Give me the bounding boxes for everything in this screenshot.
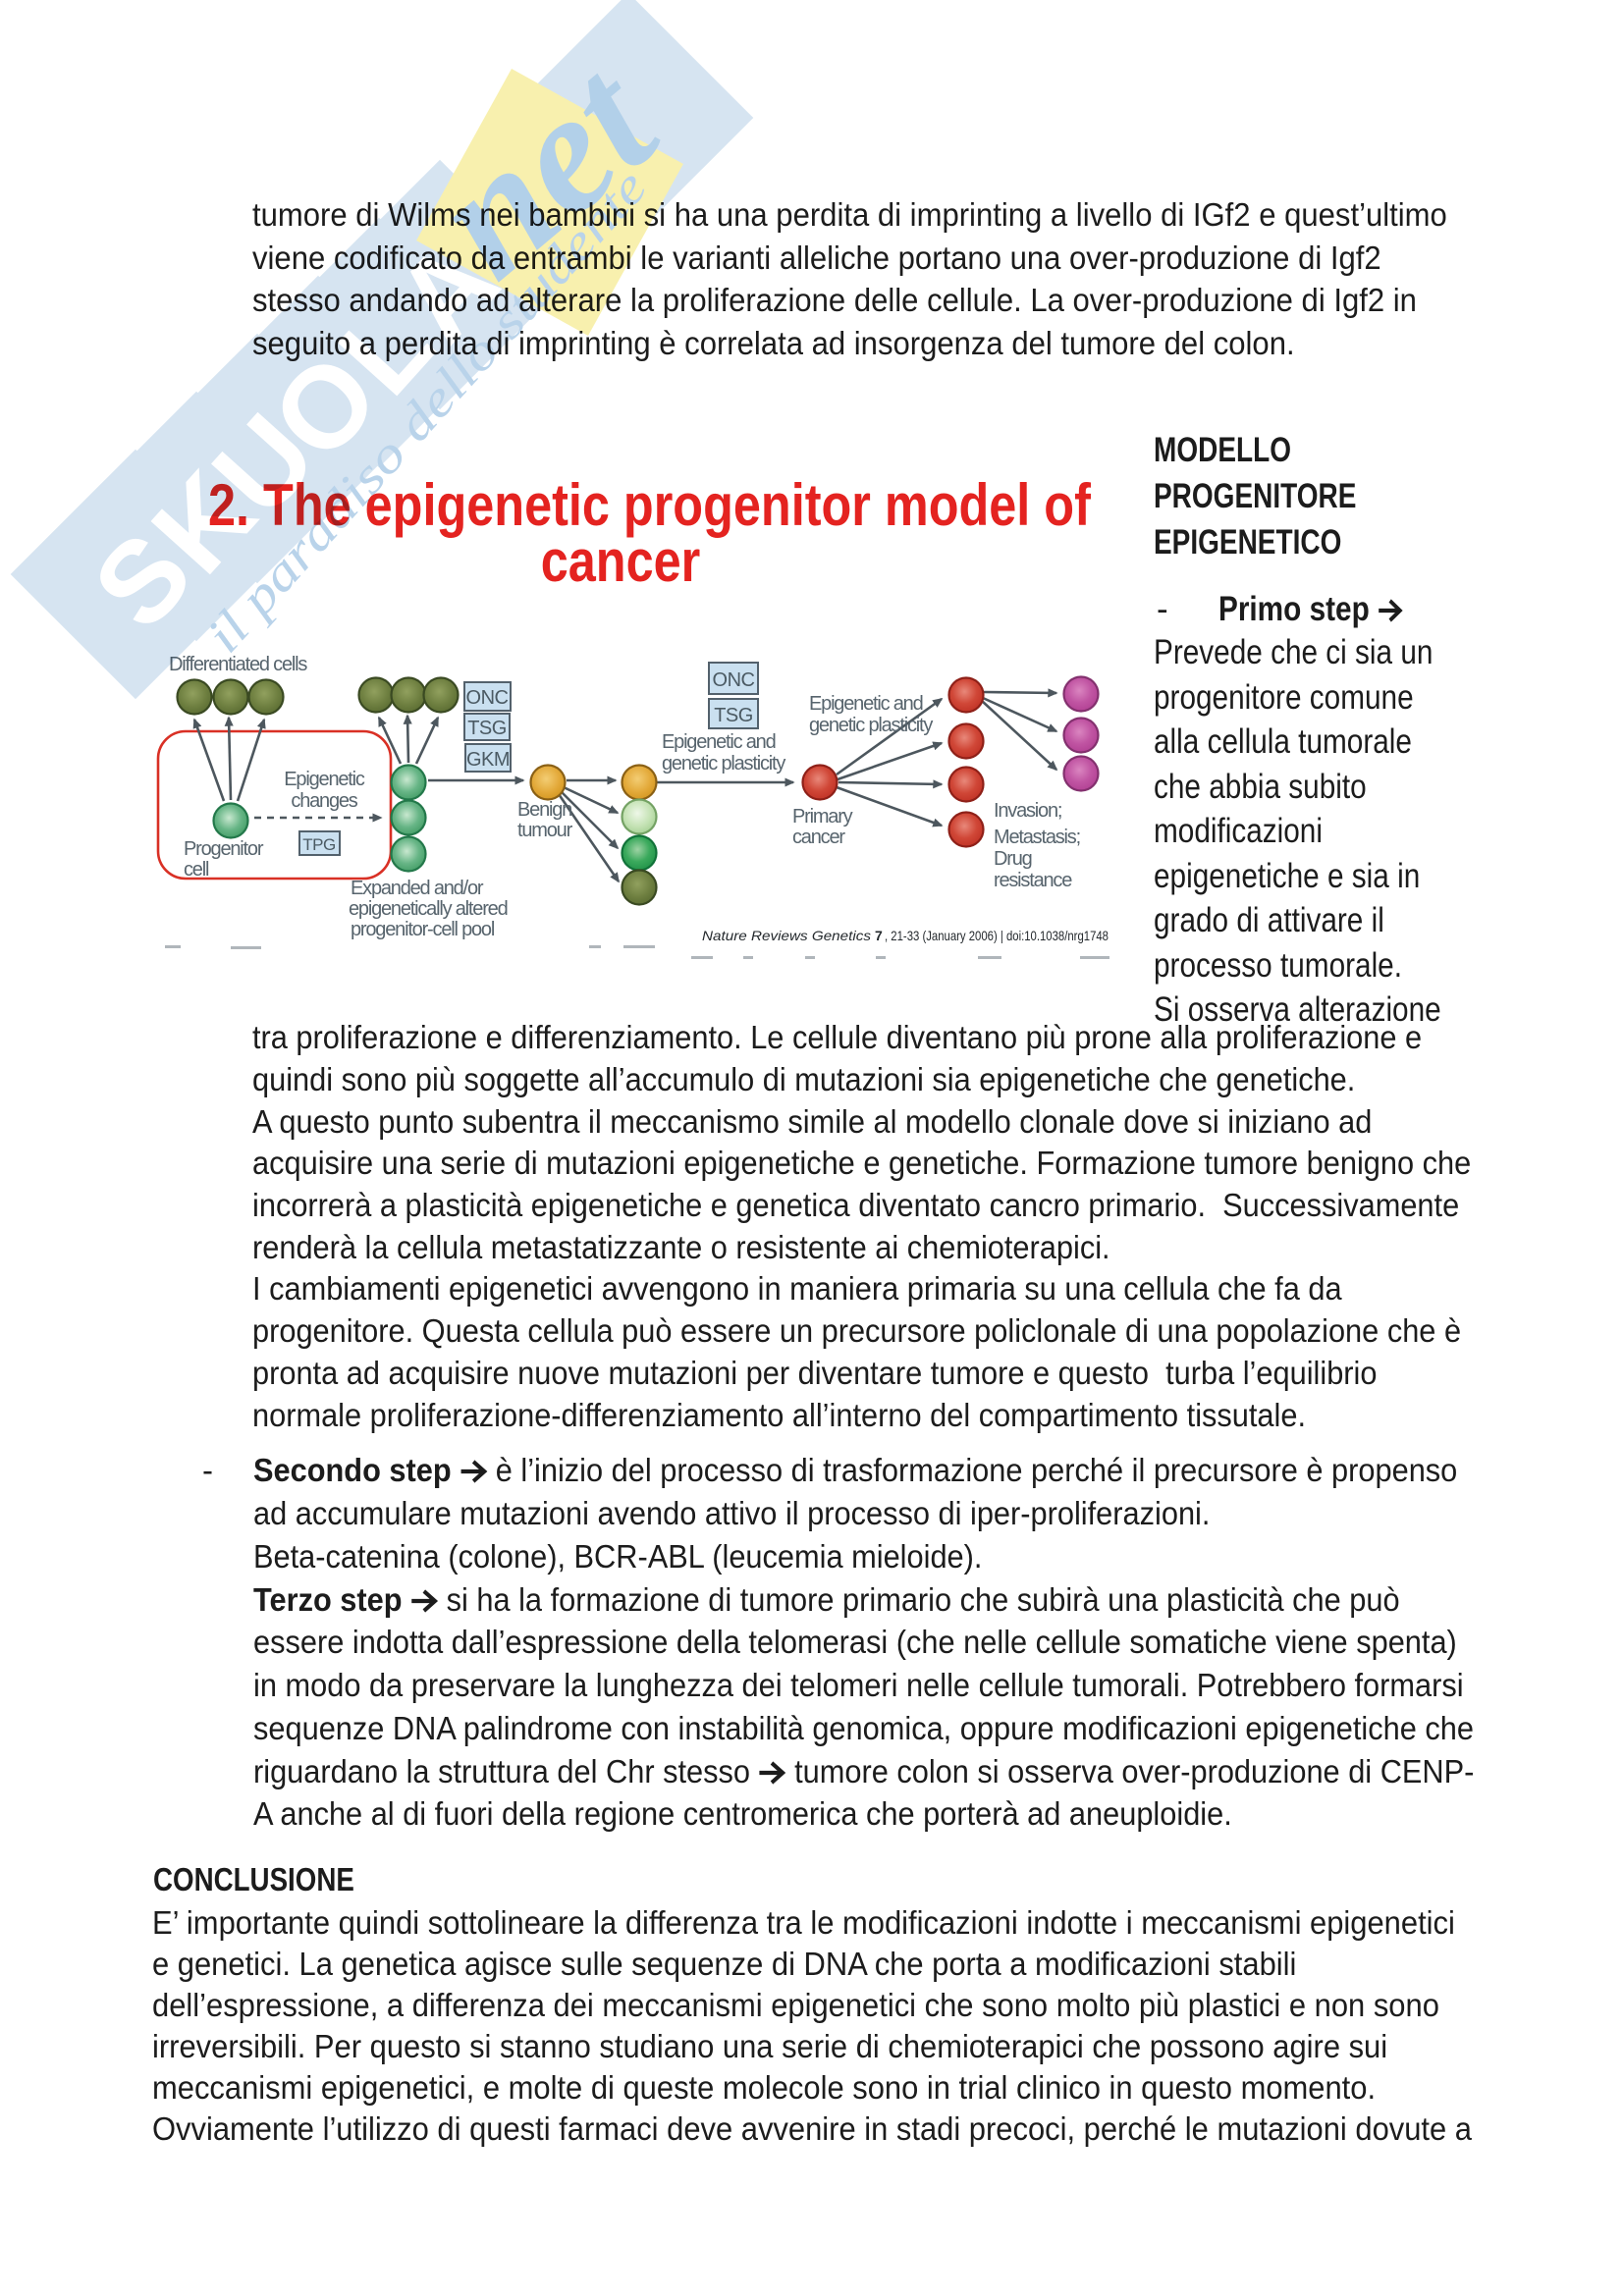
- svg-text:Benign: Benign: [517, 799, 571, 821]
- svg-text:Primary: Primary: [792, 806, 853, 828]
- svg-text:TSG: TSG: [467, 718, 507, 739]
- svg-text:genetic plasticity: genetic plasticity: [809, 715, 933, 736]
- svg-text:ONC: ONC: [466, 687, 509, 709]
- svg-text:TSG: TSG: [714, 705, 753, 726]
- svg-text:Epigenetic: Epigenetic: [284, 769, 365, 790]
- svg-text:Progenitor: Progenitor: [184, 838, 264, 860]
- svg-text:GKM: GKM: [466, 749, 510, 771]
- svg-text:cell: cell: [184, 859, 209, 881]
- svg-text:Metastasis;: Metastasis;: [994, 827, 1080, 848]
- svg-text:Drug: Drug: [994, 848, 1032, 870]
- svg-text:changes: changes: [291, 790, 357, 812]
- svg-text:Expanded and/or: Expanded and/or: [351, 878, 484, 899]
- svg-text:tumour: tumour: [517, 820, 573, 841]
- svg-text:cancer: cancer: [792, 827, 845, 848]
- svg-text:Epigenetic and: Epigenetic and: [662, 731, 776, 753]
- svg-text:resistance: resistance: [994, 870, 1072, 891]
- svg-text:TPG: TPG: [302, 835, 335, 854]
- svg-text:progenitor-cell pool: progenitor-cell pool: [351, 919, 495, 940]
- svg-text:Differentiated cells: Differentiated cells: [169, 654, 307, 675]
- svg-text:epigenetically altered: epigenetically altered: [349, 898, 508, 920]
- svg-text:ONC: ONC: [713, 669, 755, 691]
- svg-text:Epigenetic and: Epigenetic and: [809, 693, 923, 715]
- svg-text:Invasion;: Invasion;: [994, 800, 1061, 822]
- svg-text:genetic plasticity: genetic plasticity: [662, 753, 785, 774]
